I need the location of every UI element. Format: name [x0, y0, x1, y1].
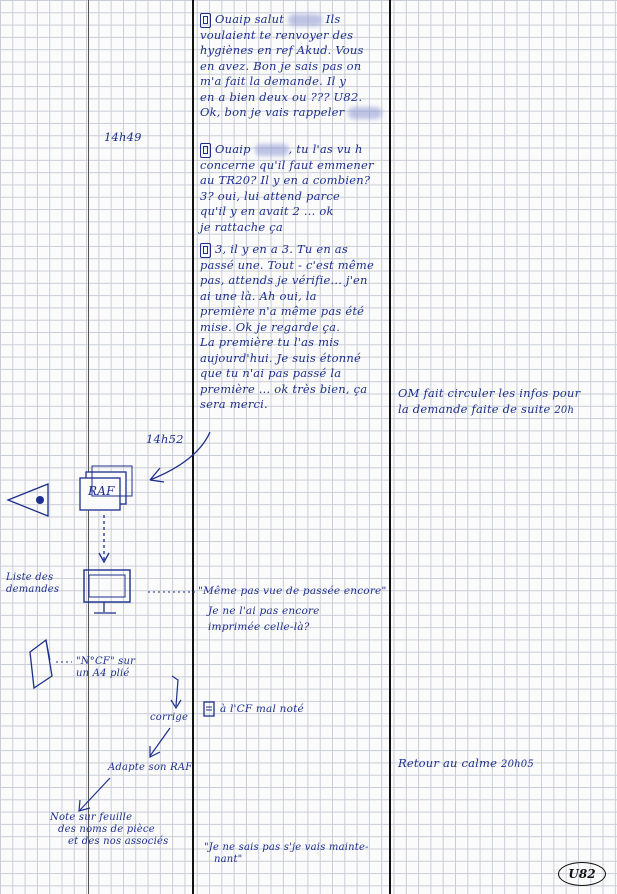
phone-icon	[200, 12, 211, 28]
left-margin-rule	[88, 0, 89, 894]
phone-icon	[200, 242, 211, 258]
quote-pas-vue: "Même pas vue de passée encore"	[198, 585, 387, 597]
redacted-name	[287, 14, 322, 26]
om-note: OM fait circuler les infos pour la deman…	[398, 386, 581, 416]
u82-logo: U82	[558, 862, 606, 886]
retour-calme-note: Retour au calme 20h05	[398, 756, 534, 770]
timestamp-1449: 14h49	[104, 130, 142, 144]
liste-demandes-label: Liste des demandes	[6, 572, 60, 595]
adapte-raf-label: Adapte son RAF	[108, 762, 193, 773]
call-transcript-3: 3, il y en a 3. Tu en as passé une. Tout…	[200, 242, 374, 411]
raf-label: RAF	[88, 484, 115, 498]
phone-icon	[200, 142, 211, 158]
timestamp-1452: 14h52	[146, 432, 184, 446]
dialogue-column-left-rule	[192, 0, 194, 894]
quote-imprime: Je ne l'ai pas encore imprimée celle-là?	[208, 605, 320, 633]
ncf-label: "N°CF" sur un A4 plié	[76, 656, 136, 679]
redacted-name	[348, 107, 383, 119]
call-transcript-1: Ouaip salut Ils voulaient te renvoyer de…	[200, 12, 386, 121]
ncf-mal-note: à l'CF mal noté	[220, 703, 304, 715]
dialogue-column-right-rule	[389, 0, 391, 894]
redacted-name	[254, 144, 289, 156]
quote-final: "Je ne sais pas s'je vais mainte- nant"	[204, 842, 369, 865]
note-feuille: Note sur feuille des noms de pièce et de…	[50, 812, 169, 847]
call-transcript-2: Ouaip , tu l'as vu h concerne qu'il faut…	[200, 142, 374, 234]
corrige-label: corrige	[150, 712, 189, 723]
